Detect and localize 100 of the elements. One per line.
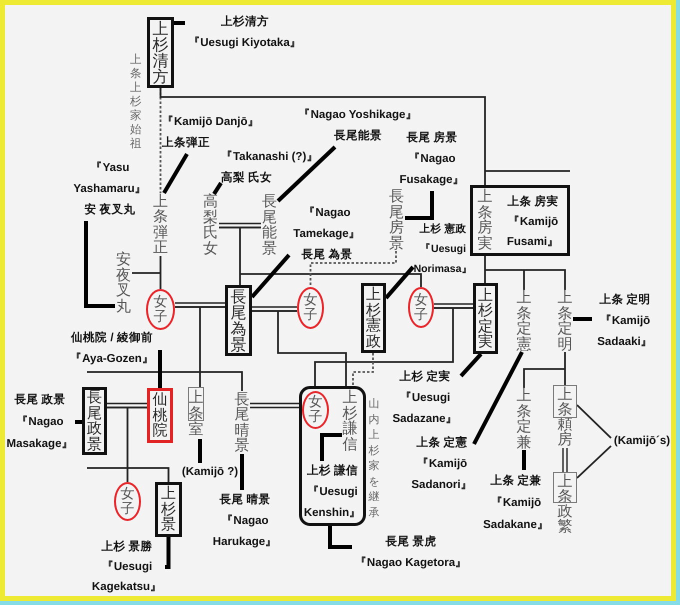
leader-line [460, 352, 482, 378]
leader-line [158, 348, 162, 388]
name-label: 『Uesugi Norimasa』 [413, 242, 473, 277]
leader-line [240, 454, 244, 490]
name-ellipse: 女子 [297, 287, 324, 329]
leader-line [212, 182, 223, 196]
leader-line [576, 404, 612, 439]
vertical-name: 長尾能景 [261, 194, 278, 256]
name-ellipse: 女子 [302, 391, 329, 429]
family-line [484, 255, 566, 291]
name-label: 長尾能景 [334, 128, 382, 144]
name-label: 上条弾正 [162, 135, 210, 151]
vertical-name: 長尾房景 [388, 189, 405, 251]
note-label: (Kamijō ?) [180, 463, 240, 481]
name-label: 『Yasu Yashamaru』 [72, 160, 148, 197]
name-box: 長尾政景 [82, 387, 107, 455]
name-label: 『Nagao Masakage』 [6, 414, 74, 452]
name-label: 上条 定明 [599, 292, 651, 308]
name-label: 上条 房実 [507, 194, 559, 210]
name-label: 『Kamijō Sadanori』 [410, 456, 474, 493]
name-label: 『Nagao Harukage』 [212, 514, 278, 550]
name-label: 上杉 謙信 [306, 462, 358, 479]
note-label: (Kamijō´s) [611, 432, 673, 450]
leader-line [162, 152, 189, 194]
name-label: 上杉 定実 [399, 369, 451, 385]
name-label: 長尾 景虎 [385, 534, 437, 550]
leader-line [522, 450, 526, 470]
leader-line [165, 537, 170, 569]
vertical-name: 上条弾正 [152, 193, 169, 256]
family-line [523, 351, 566, 389]
leader-line [573, 317, 592, 321]
family-line [159, 306, 243, 392]
name-label: 仙桃院 / 綾御前 [71, 330, 153, 346]
name-box: 長尾為景 [225, 285, 252, 356]
leader-line [384, 266, 414, 300]
name-label: 『Takanashi (?)』 [221, 150, 318, 165]
name-label: 長尾 政景 [14, 392, 66, 408]
leader-line [198, 439, 202, 463]
vertical-name: 高梨氏女 [202, 194, 219, 256]
family-line [251, 310, 347, 387]
leader-line [84, 221, 115, 308]
leader-line [276, 146, 336, 202]
name-label: 『Kamijō Fusami』 [506, 214, 560, 250]
group-box [299, 386, 366, 526]
name-label: 上杉 憲政 [420, 222, 466, 237]
vertical-note: 山内上杉家を継承 [368, 396, 380, 520]
leader-line [405, 191, 434, 220]
name-label: 『Uesugi Kenshin』 [302, 484, 362, 521]
leader-line [472, 351, 524, 445]
name-ellipse: 女子 [146, 289, 175, 330]
name-box: 上杉憲政 [361, 283, 386, 353]
vertical-name: 上条定憲 [516, 290, 532, 352]
name-label: 安 夜叉丸 [84, 202, 136, 218]
name-label: 『Uesugi Sadazane』 [391, 390, 459, 427]
name-box: 上杉景 [155, 482, 182, 537]
name-label: 上杉 景勝 [101, 539, 153, 555]
vertical-name: 上杉謙信 [342, 390, 358, 452]
family-line [314, 307, 474, 387]
name-box: 仙桃院 [147, 388, 173, 443]
name-label: 『Kamijō Danjō』 [162, 114, 260, 130]
family-line [218, 226, 422, 288]
family-line [160, 88, 486, 185]
leader-line [174, 21, 185, 25]
name-label: 『Nagao Yoshikage』 [298, 108, 418, 123]
dotted-line [352, 353, 374, 386]
vertical-name: 上条定明 [557, 290, 573, 352]
leader-line [328, 526, 352, 549]
leader-line [576, 445, 612, 479]
name-label: 『Aya-Gozen』 [70, 352, 154, 367]
name-label: 『Kamijō Sadaaki』 [596, 314, 654, 350]
family-line [131, 255, 162, 290]
name-label: 『Kamijō Sadakane』 [482, 496, 550, 533]
leader-line [320, 433, 342, 461]
vertical-name: 上条房実 [477, 189, 493, 251]
name-label: 『Nagao Kagetora』 [354, 556, 468, 571]
name-label: 高梨 氏女 [221, 170, 272, 186]
marriage-line [562, 447, 568, 473]
name-box [470, 185, 570, 256]
leader-line [250, 254, 290, 298]
name-label: 上杉清方 [221, 14, 269, 30]
name-box: 上杉定実 [473, 283, 498, 354]
vertical-name: 長尾晴景 [234, 391, 250, 454]
vertical-name: 上条定兼 [516, 388, 532, 450]
vertical-name: 安夜叉丸 [115, 250, 132, 316]
name-label: 『Uesugi Kiyotaka』 [188, 36, 302, 51]
name-label: 上条 定憲 [416, 435, 468, 451]
name-label: 上条 定兼 [490, 473, 542, 489]
name-label: 長尾 晴景 [219, 492, 271, 508]
name-label: 『Nagao Tamekage』 [292, 206, 362, 242]
name-label: 長尾 為景 [301, 248, 353, 263]
name-ellipse: 女子 [408, 287, 434, 328]
leader-line [75, 420, 82, 424]
name-ellipse: 女子 [114, 482, 141, 521]
name-label: 長尾 房景 [406, 130, 458, 146]
name-label: 『Uesugi Kagekatsu』 [90, 560, 164, 595]
name-label: 『Nagao Fusakage』 [398, 152, 466, 188]
family-line [106, 406, 170, 483]
dotted-line [310, 251, 397, 287]
name-box: 上条政繁 [553, 472, 577, 535]
name-box: 上杉清方 [147, 17, 174, 88]
